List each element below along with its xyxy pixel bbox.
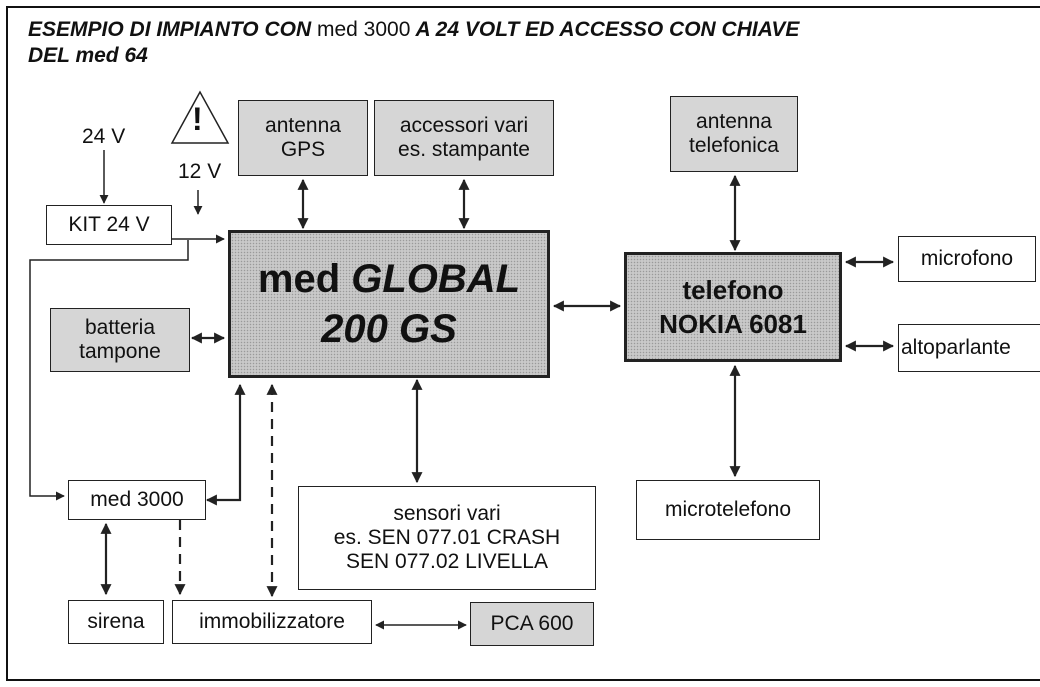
box-microfono: microfono [898, 236, 1036, 282]
label-24v: 24 V [82, 125, 126, 148]
box-telefono-nokia: telefono NOKIA 6081 [624, 252, 842, 362]
title-part-b: med 3000 [316, 18, 411, 41]
box-immobilizzatore-text: immobilizzatore [199, 610, 345, 633]
box-med-3000: med 3000 [68, 480, 206, 520]
box-med-global-200gs: med GLOBAL 200 GS [228, 230, 550, 378]
box-sensori-line1: sensori vari [393, 502, 501, 525]
title-part-c: A 24 VOLT ED ACCESSO CON CHIAVE [410, 18, 800, 41]
box-global-italic: GLOBAL [351, 257, 521, 301]
box-altoparlante-text: altoparlante [901, 336, 1011, 359]
title-part-a: ESEMPIO DI IMPIANTO CON [28, 18, 317, 41]
title-line2-text: DEL med 64 [28, 44, 148, 67]
box-immobilizzatore: immobilizzatore [172, 600, 372, 644]
box-microtelefono-text: microtelefono [664, 498, 792, 521]
box-batteria-line1: batteria [84, 316, 156, 339]
box-pca-600: PCA 600 [470, 602, 594, 646]
diagram-title-line2: DEL med 64 [28, 44, 148, 68]
box-accessori-line2: es. stampante [398, 138, 530, 161]
box-antenna-gps-line1: antenna [265, 114, 341, 137]
box-antenna-telefonica: antenna telefonica [670, 96, 798, 172]
box-batteria-line2: tampone [79, 340, 161, 363]
box-antenna-tel-line1: antenna [696, 110, 772, 133]
box-sirena: sirena [68, 600, 164, 644]
box-telefono-line1: telefono [682, 275, 784, 305]
box-microfono-text: microfono [920, 247, 1014, 270]
box-kit-24v-text: KIT 24 V [68, 213, 150, 236]
box-antenna-gps: antenna GPS [238, 100, 368, 176]
box-med3000-text: med 3000 [90, 488, 184, 511]
box-global-line1: med GLOBAL [257, 257, 521, 301]
box-altoparlante: altoparlante [898, 324, 1040, 372]
box-sensori-vari: sensori vari es. SEN 077.01 CRASH SEN 07… [298, 486, 596, 590]
box-sensori-line3: SEN 077.02 LIVELLA [346, 550, 548, 573]
box-batteria-tampone: batteria tampone [50, 308, 190, 372]
arrow-kit-med3000 [29, 240, 189, 501]
box-accessori-line1: accessori vari [399, 114, 529, 137]
arrow-med3000-global [205, 383, 246, 506]
box-global-line2: 200 GS [321, 307, 457, 351]
diagram-frame [6, 6, 1040, 681]
box-antenna-tel-line2: telefonica [689, 134, 779, 157]
box-sensori-line2: es. SEN 077.01 CRASH [333, 526, 561, 549]
box-microtelefono: microtelefono [636, 480, 820, 540]
box-pca600-text: PCA 600 [490, 612, 574, 635]
label-12v: 12 V [178, 160, 222, 183]
box-accessori: accessori vari es. stampante [374, 100, 554, 176]
diagram-title-line1: ESEMPIO DI IMPIANTO CON med 3000 A 24 VO… [28, 18, 799, 42]
box-kit-24v: KIT 24 V [46, 205, 172, 245]
box-sirena-text: sirena [87, 610, 145, 633]
warning-mark: ! [192, 101, 203, 137]
box-antenna-gps-line2: GPS [280, 138, 326, 161]
box-telefono-line2: NOKIA 6081 [659, 309, 807, 339]
warning-triangle-icon [170, 90, 230, 144]
